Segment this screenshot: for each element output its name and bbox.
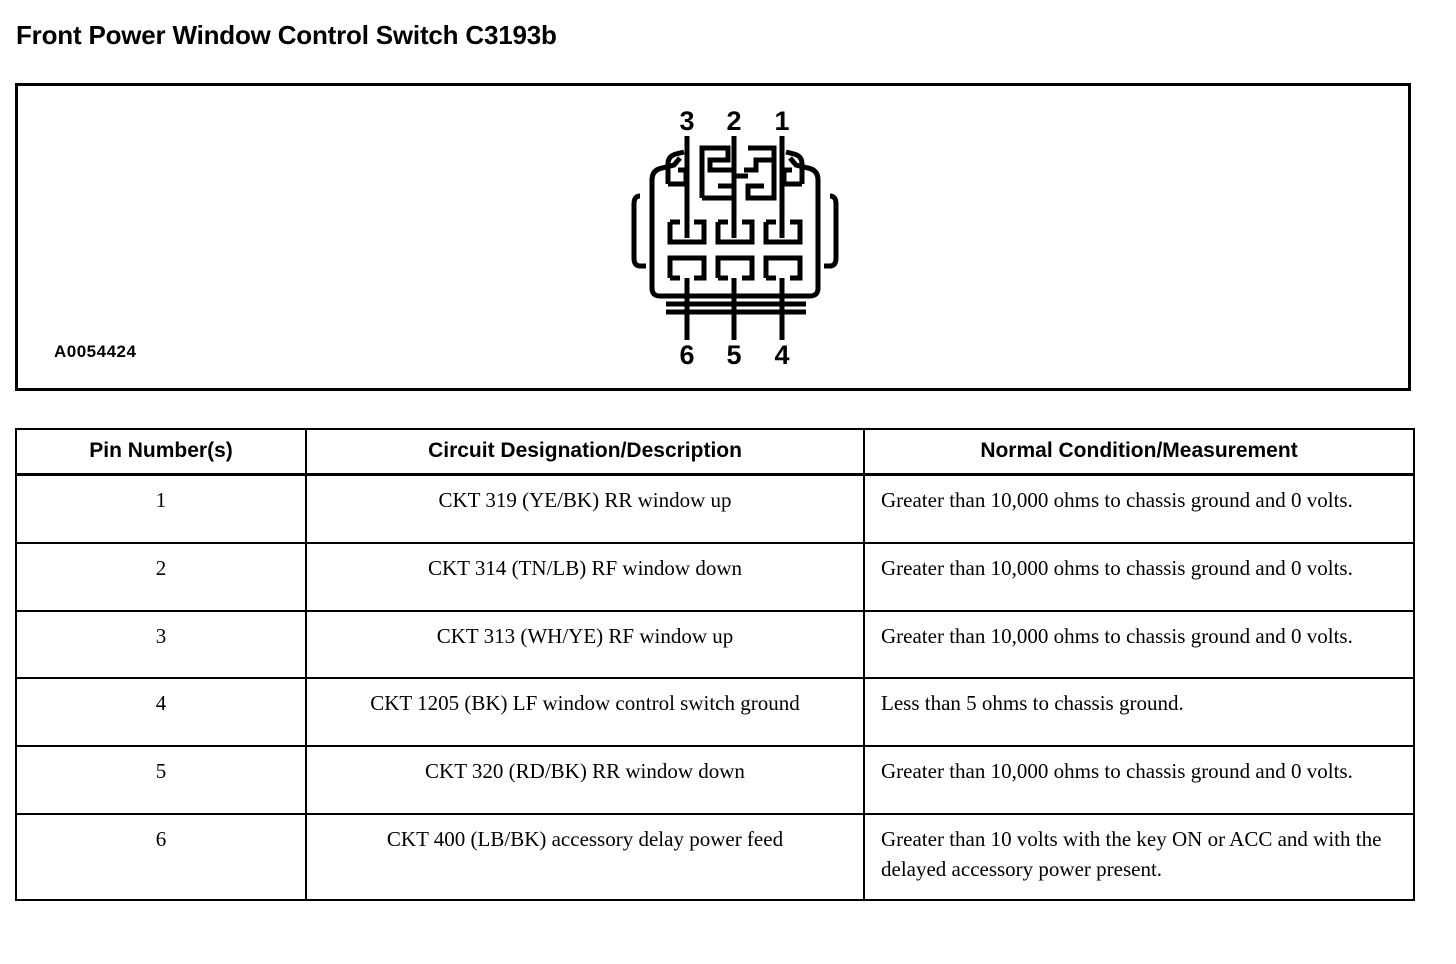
cell-description: CKT 313 (WH/YE) RF window up	[305, 609, 865, 680]
cell-pin-number: 2	[15, 541, 307, 612]
table-row: 1 CKT 319 (YE/BK) RR window up Greater t…	[15, 473, 1415, 544]
table-row: 4 CKT 1205 (BK) LF window control switch…	[15, 677, 1415, 748]
page-title: Front Power Window Control Switch C3193b	[16, 20, 557, 50]
table-row: 5 CKT 320 (RD/BK) RR window down Greater…	[15, 745, 1415, 816]
key-detail-center-left-lower	[702, 183, 737, 201]
cell-description: CKT 319 (YE/BK) RR window up	[305, 473, 865, 544]
column-header-normal-condition: Normal Condition/Measurement	[863, 428, 1415, 476]
cell-measurement: Greater than 10 volts with the key ON or…	[863, 813, 1415, 901]
connector-illustration: 3 2 1 6 5 4	[630, 106, 860, 375]
cell-measurement: Greater than 10,000 ohms to chassis grou…	[863, 745, 1415, 816]
pin-label-2: 2	[726, 108, 741, 136]
terminal-cavity-pin-4	[763, 255, 803, 281]
pin-label-3: 3	[679, 108, 694, 136]
pin-label-4: 4	[774, 340, 789, 370]
connector-shell-outline	[649, 180, 821, 299]
cell-pin-number: 6	[15, 813, 307, 901]
pin-label-6: 6	[679, 340, 694, 370]
cell-measurement: Less than 5 ohms to chassis ground.	[863, 677, 1415, 748]
cell-measurement: Greater than 10,000 ohms to chassis grou…	[863, 609, 1415, 680]
terminal-cavity-pin-5	[715, 255, 755, 281]
cell-pin-number: 1	[15, 473, 307, 544]
terminal-cavity-pin-3	[667, 219, 707, 245]
key-detail-left-post	[665, 149, 685, 184]
connector-diagram-panel: 3 2 1 6 5 4 A0054424	[15, 83, 1411, 391]
terminal-cavity-pin-2	[715, 219, 755, 245]
key-detail-center-left	[699, 145, 736, 198]
cell-description: CKT 320 (RD/BK) RR window down	[305, 745, 865, 816]
cell-pin-number: 5	[15, 745, 307, 816]
key-detail-center-right-notch	[744, 157, 774, 173]
column-header-circuit-designation: Circuit Designation/Description	[305, 428, 865, 476]
key-detail-left-notch	[668, 167, 689, 187]
terminal-cavity-pin-1	[763, 219, 803, 245]
cell-measurement: Greater than 10,000 ohms to chassis grou…	[863, 473, 1415, 544]
cell-pin-number: 4	[15, 677, 307, 748]
table-header-row: Pin Number(s) Circuit Designation/Descri…	[15, 428, 1415, 476]
key-detail-right-post	[785, 149, 805, 184]
cell-description: CKT 314 (TN/LB) RF window down	[305, 541, 865, 612]
latch-ear-left	[631, 193, 646, 269]
pin-label-1: 1	[774, 108, 789, 136]
cell-description: CKT 1205 (BK) LF window control switch g…	[305, 677, 865, 748]
table-row: 2 CKT 314 (TN/LB) RF window down Greater…	[15, 541, 1415, 612]
connector-shell-left-shoulder	[649, 156, 682, 181]
connector-svg: 3 2 1 6 5 4	[631, 106, 839, 370]
cell-measurement: Greater than 10,000 ohms to chassis grou…	[863, 541, 1415, 612]
key-detail-right-notch	[781, 167, 802, 187]
cell-pin-number: 3	[15, 609, 307, 680]
pin-label-5: 5	[726, 340, 741, 370]
key-detail-center-right	[745, 145, 777, 201]
pin-assignment-table: Pin Number(s) Circuit Designation/Descri…	[15, 428, 1415, 901]
artwork-number: A0054424	[54, 342, 137, 361]
terminal-cavity-pin-6	[667, 255, 707, 281]
table-row: 6 CKT 400 (LB/BK) accessory delay power …	[15, 813, 1415, 901]
connector-shell-right-shoulder	[788, 156, 821, 181]
cell-description: CKT 400 (LB/BK) accessory delay power fe…	[305, 813, 865, 901]
column-header-pin-number: Pin Number(s)	[15, 428, 307, 476]
latch-ear-right	[824, 193, 839, 269]
table-row: 3 CKT 313 (WH/YE) RF window up Greater t…	[15, 609, 1415, 680]
